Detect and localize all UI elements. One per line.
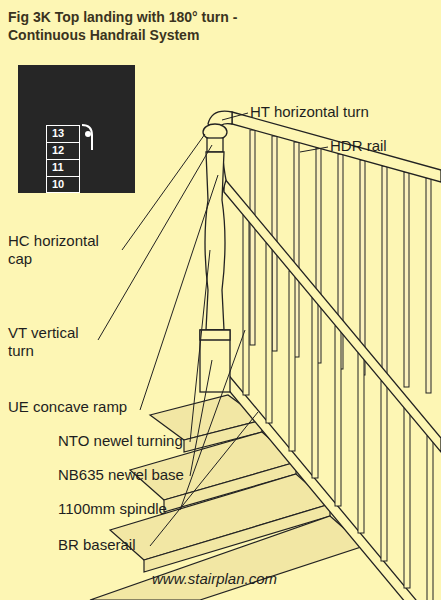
part-label: HT horizontal turn	[250, 103, 430, 121]
part-label: NTO newel turning	[58, 432, 228, 450]
step-box: 13	[46, 125, 80, 143]
plan-newel	[85, 131, 91, 137]
part-label: HC horizontal cap	[8, 232, 120, 268]
part-label: HDR rail	[330, 137, 430, 155]
part-label: UE concave ramp	[8, 398, 148, 416]
step-box: 10	[46, 176, 80, 193]
step-box: 12	[46, 142, 80, 160]
step-number: 12	[52, 144, 64, 156]
watermark: www.stairplan.com	[152, 570, 352, 588]
part-label: 1100mm spindle	[58, 500, 228, 518]
plan-inset	[18, 65, 135, 193]
step-number: 11	[52, 161, 64, 173]
step-box: 11	[46, 159, 80, 177]
part-label: NB635 newel base	[58, 466, 228, 484]
plan-handrail	[82, 125, 92, 150]
figure-title: Fig 3K Top landing with 180° turn - Cont…	[8, 8, 283, 44]
newel-post	[200, 124, 230, 392]
stair-handrail	[224, 178, 441, 452]
step-number: 13	[52, 127, 64, 139]
step-number: 10	[52, 178, 64, 190]
hdr-rail	[232, 112, 441, 182]
part-label: VT vertical turn	[8, 324, 96, 360]
part-label: BR baserail	[58, 536, 208, 554]
